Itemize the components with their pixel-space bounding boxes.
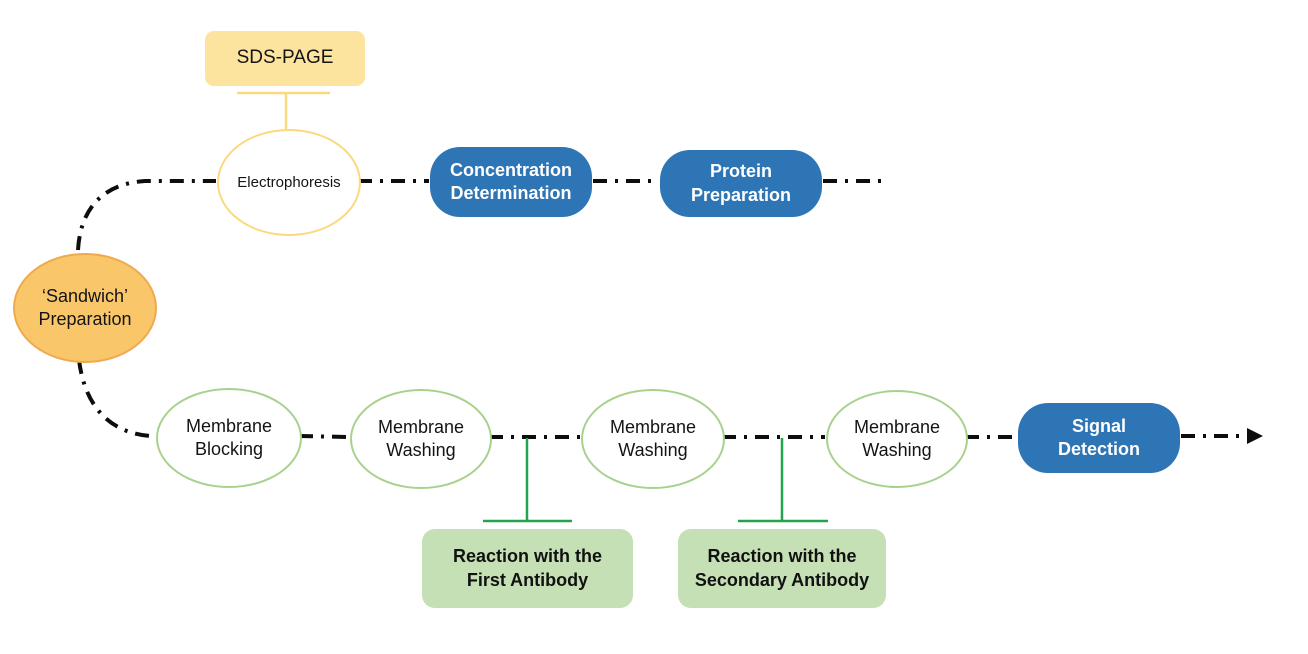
secondary-antibody-connector bbox=[738, 438, 828, 523]
node-membrane-washing-1: Membrane Washing bbox=[350, 389, 492, 489]
arrowhead-icon bbox=[1247, 428, 1263, 444]
node-membrane-washing-3: Membrane Washing bbox=[826, 390, 968, 488]
node-electrophoresis: Electrophoresis bbox=[217, 129, 361, 236]
node-membrane-blocking: Membrane Blocking bbox=[156, 388, 302, 488]
sds-page-connector bbox=[237, 91, 330, 129]
node-reaction-first-antibody: Reaction with the First Antibody bbox=[422, 529, 633, 608]
bottom-flow-line bbox=[77, 359, 1248, 439]
node-protein-preparation: Protein Preparation bbox=[660, 150, 822, 217]
node-concentration-determination: Concentration Determination bbox=[430, 147, 592, 217]
node-membrane-washing-2: Membrane Washing bbox=[581, 389, 725, 489]
node-sds-page: SDS-PAGE bbox=[205, 31, 365, 86]
first-antibody-connector bbox=[483, 438, 572, 523]
node-sandwich-preparation: ‘Sandwich’ Preparation bbox=[13, 253, 157, 363]
node-reaction-secondary-antibody: Reaction with the Secondary Antibody bbox=[678, 529, 886, 608]
top-flow-line bbox=[76, 179, 884, 251]
node-signal-detection: Signal Detection bbox=[1018, 403, 1180, 473]
